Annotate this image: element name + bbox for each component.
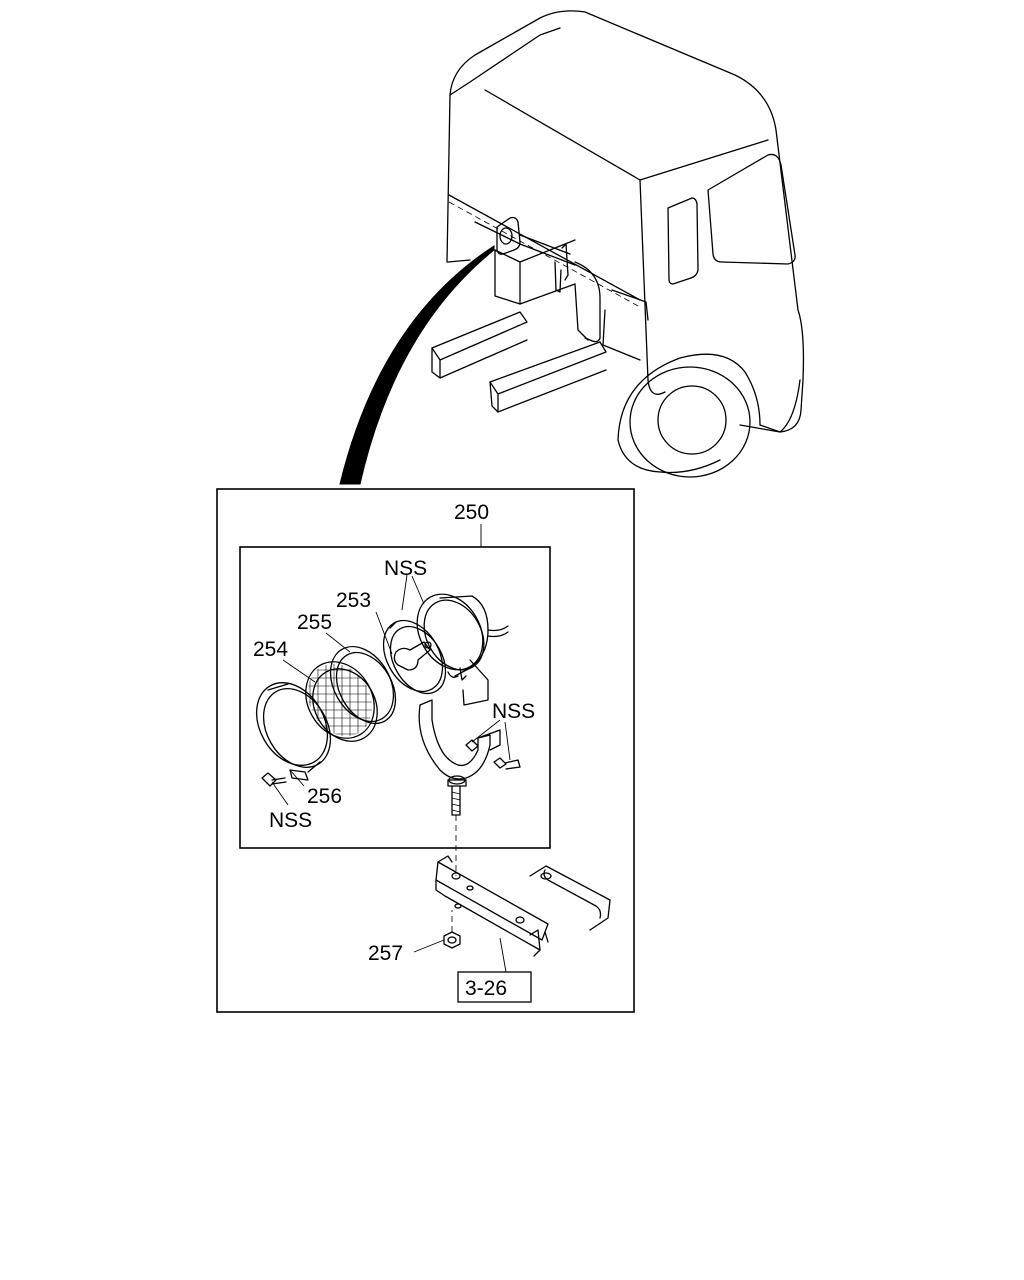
detail-outer-frame <box>216 488 635 1013</box>
gasket-part-255 <box>329 645 397 725</box>
lamp-mount-bracket <box>418 699 501 816</box>
leader-lines <box>271 524 511 973</box>
label-nss-top: NSS <box>384 557 427 580</box>
label-254: 254 <box>253 638 288 661</box>
bolts-nss-right <box>465 739 521 770</box>
frame-mount-plate <box>435 855 611 957</box>
rim-part-256 <box>255 682 332 781</box>
callout-leader-swoosh <box>339 245 495 485</box>
bulb-part-253 <box>382 619 447 695</box>
reference-box: 3-26 <box>457 971 532 1003</box>
label-256: 256 <box>307 785 342 808</box>
label-nss-bottom: NSS <box>269 809 312 832</box>
label-255: 255 <box>297 611 332 634</box>
label-250: 250 <box>454 501 489 524</box>
lamp-exploded-parts <box>255 593 521 816</box>
truck-cab-illustration <box>431 10 805 478</box>
label-253: 253 <box>336 589 371 612</box>
label-257: 257 <box>368 942 403 965</box>
nut-part-257 <box>443 910 461 949</box>
lens-part-254 <box>300 660 380 742</box>
assembly-inner-frame <box>239 546 551 849</box>
label-nss-right: NSS <box>492 700 535 723</box>
lamp-housing <box>416 593 509 706</box>
reference-label: 3-26 <box>465 977 507 1000</box>
screw-nss-bottom <box>261 772 287 787</box>
